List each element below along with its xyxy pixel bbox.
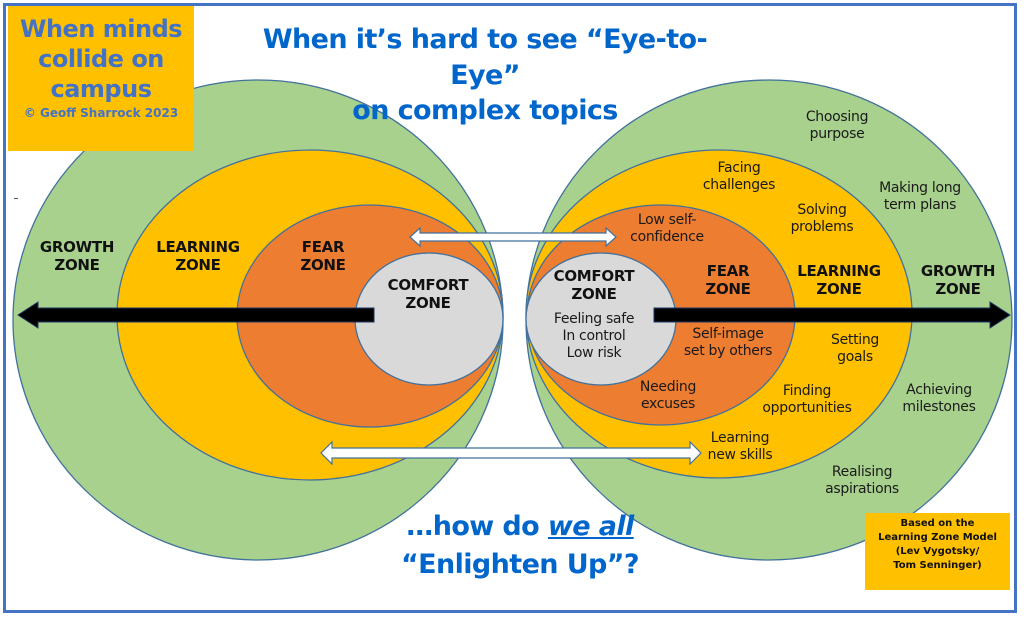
title-line: campus <box>50 75 152 103</box>
growth-direction-right-arrow <box>653 301 1011 329</box>
growth-direction-left-arrow <box>17 301 375 329</box>
footline-emphasis: we all <box>547 511 634 542</box>
fear-item: Low self-confidence <box>630 212 704 246</box>
title-line: collide on <box>38 45 164 73</box>
footline-line-2: “Enlighten Up”? <box>401 548 640 580</box>
headline: When it’s hard to see “Eye-to-Eye” on co… <box>230 22 740 129</box>
top-double-arrow-icon <box>409 226 617 248</box>
right-comfort-items: Feeling safe In control Low risk <box>553 311 635 362</box>
copyright: © Geoff Sharrock 2023 <box>23 106 179 120</box>
diagram-frame <box>3 3 1017 613</box>
stray-mark <box>14 198 18 199</box>
credit-box: Based on the Learning Zone Model (Lev Vy… <box>865 513 1010 590</box>
left-comfort-zone <box>354 252 504 386</box>
footline-line-1: …how do we all <box>406 511 634 542</box>
title-line: When minds <box>19 15 183 43</box>
footline: …how do we all “Enlighten Up”? <box>370 508 670 584</box>
title-box: When minds collide on campus © Geoff Sha… <box>8 6 194 151</box>
headline-line-2: on complex topics <box>352 95 618 127</box>
headline-line-1: When it’s hard to see “Eye-to-Eye” <box>262 24 708 91</box>
bottom-double-arrow-icon <box>320 440 702 466</box>
